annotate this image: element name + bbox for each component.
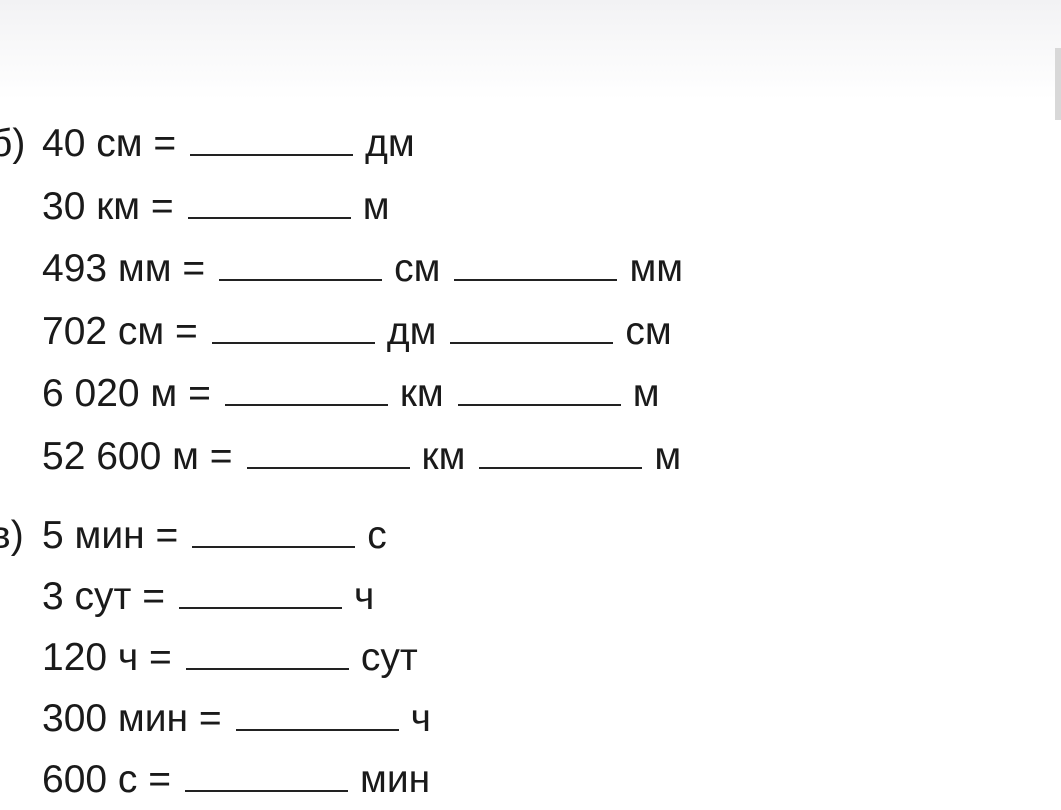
expression: 300 мин = [42,697,222,740]
answer-blank[interactable] [211,312,375,344]
expression: 600 с = [42,758,172,801]
unit-label: см [625,309,672,353]
answer-blank[interactable] [224,374,388,406]
answer-blank[interactable] [479,437,643,469]
unit-label: см [394,247,441,290]
answer-blank[interactable] [454,249,618,281]
unit-label: мин [360,758,431,801]
unit-label: ч [410,697,431,740]
unit-label: м [362,184,390,228]
answer-blank[interactable] [457,374,621,406]
expression: 30 км = [42,184,174,228]
expression: 40 см = [42,122,177,165]
unit-label: с [367,514,387,557]
unit-label: ч [354,575,375,618]
answer-blank[interactable] [185,760,349,792]
answer-blank[interactable] [192,516,356,548]
section-marker: в) [0,514,24,557]
expression: 52 600 м = [42,434,233,478]
unit-label: м [654,434,682,478]
unit-label: мм [629,247,684,290]
unit-label: м [632,372,660,415]
page-header-shadow [0,0,1061,100]
expression: 493 мм = [42,247,206,290]
unit-label: км [399,372,444,415]
expression: 120 ч = [42,636,172,679]
expression: 6 020 м = [42,372,211,415]
unit-label: дм [365,122,415,165]
answer-blank[interactable] [190,124,354,156]
answer-blank[interactable] [219,249,383,281]
answer-blank[interactable] [246,437,410,469]
page-edge [1055,48,1061,120]
answer-blank[interactable] [450,312,614,344]
expression: 702 см = [42,309,198,353]
unit-label: км [421,434,466,478]
unit-label: дм [386,309,437,353]
answer-blank[interactable] [179,577,342,609]
section-marker: б) [0,122,26,165]
answer-blank[interactable] [185,638,349,670]
answer-blank[interactable] [187,187,351,219]
expression: 5 мин = [42,514,179,557]
unit-label: сут [360,636,418,679]
expression: 3 сут = [42,575,165,618]
answer-blank[interactable] [235,699,399,731]
